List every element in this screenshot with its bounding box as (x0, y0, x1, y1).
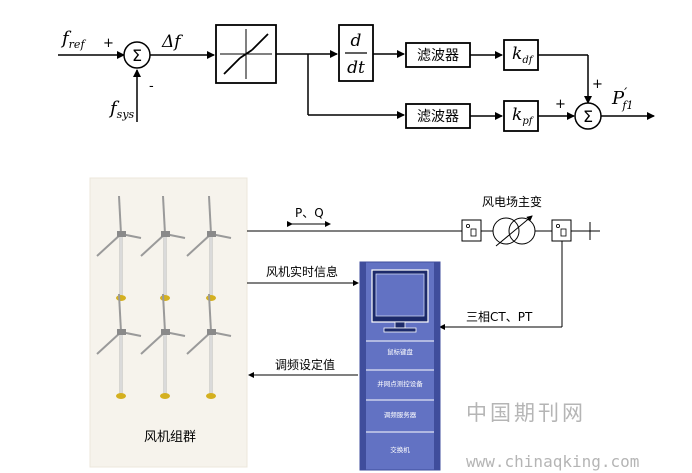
k-df-label: kdf (512, 44, 535, 66)
rack-item-label: 鼠标键盘 (387, 347, 414, 356)
control-block-diagram: fref + Σ - fsys Δf d dt (58, 24, 655, 132)
ct-pt-label: 三相CT、PT (466, 310, 533, 324)
system-diagram: 风机组群 P、Q 风电场主变 三相CT、PT (89, 177, 600, 471)
filter-label-1: 滤波器 (417, 48, 459, 64)
filter-label-2: 滤波器 (417, 109, 459, 125)
f-sys-label: fsys (108, 98, 135, 121)
watermark-url: www.chinaqking.com (466, 452, 639, 471)
output-label: P′f1 (611, 86, 633, 112)
filter-block-1 (405, 42, 471, 68)
k-pf-label: kpf (512, 105, 535, 127)
pq-label: P、Q (295, 206, 324, 220)
rack-item-label: 并网点测控设备 (377, 379, 423, 388)
wind-group-label: 风机组群 (144, 430, 196, 445)
deadband-block (215, 24, 277, 84)
rack-item-label: 调频服务器 (384, 410, 417, 419)
rack-item-label: 交换机 (390, 445, 410, 454)
wind-farm-panel (89, 177, 248, 468)
transformer-label: 风电场主变 (482, 194, 542, 209)
transformer-symbol (492, 215, 536, 247)
wind-info-label: 风机实时信息 (266, 264, 338, 279)
derivative-denominator: dt (347, 58, 365, 78)
plus-sign-3: + (555, 97, 566, 112)
f-ref-label: fref (60, 28, 86, 51)
plus-sign-2: + (592, 77, 603, 92)
sum-symbol-2: Σ (583, 107, 593, 126)
monitor-icon (371, 269, 429, 333)
ct-box-left (461, 219, 482, 242)
minus-sign: - (149, 79, 154, 94)
plus-sign-1: + (103, 36, 114, 51)
watermark-cn: 中国期刊网 (466, 401, 586, 425)
setpoint-label: 调频设定值 (275, 357, 335, 372)
equipment-rack: 鼠标键盘 并网点测控设备 调频服务器 交换机 (359, 261, 441, 471)
k-df-block (503, 39, 539, 71)
ct-box-right (551, 219, 572, 242)
filter-block-2 (405, 103, 471, 129)
delta-f-label: Δf (161, 32, 183, 52)
derivative-numerator: d (351, 31, 362, 51)
sum-symbol-1: Σ (132, 46, 142, 65)
